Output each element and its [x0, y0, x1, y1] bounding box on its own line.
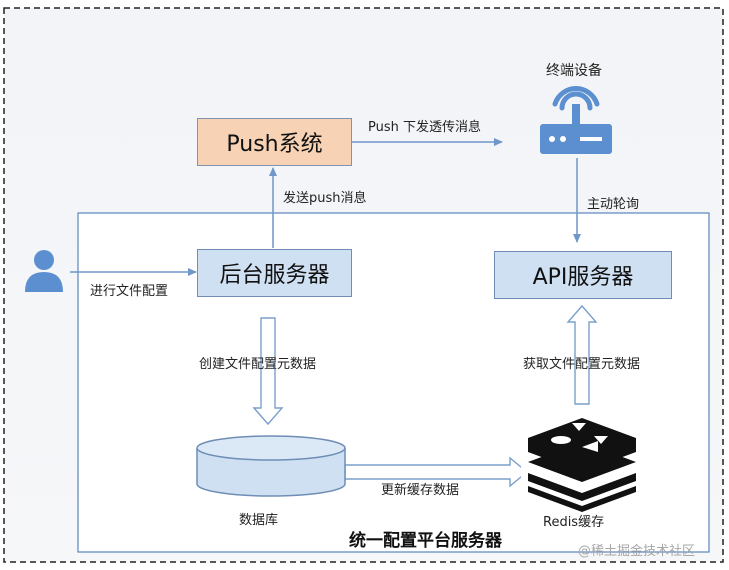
backend-server-label: 后台服务器 [219, 263, 330, 288]
backend-server-box: 后台服务器 [197, 249, 352, 297]
push-system-box: Push系统 [197, 118, 352, 166]
container-title: 统一配置平台服务器 [349, 531, 502, 551]
create-meta-label: 创建文件配置元数据 [199, 357, 317, 372]
push-system-label: Push系统 [226, 132, 323, 157]
edge-get-meta [566, 304, 598, 405]
user-icon [25, 250, 63, 292]
database-cylinder-icon [196, 435, 346, 497]
redis-logo-icon [521, 409, 642, 512]
config-file-label: 进行文件配置 [90, 284, 169, 299]
terminal-device-label: 终端设备 [546, 63, 602, 79]
watermark: @稀土掘金技术社区 [578, 544, 696, 559]
edge-update-cache [344, 456, 529, 488]
api-server-label: API服务器 [532, 265, 634, 290]
poll-label: 主动轮询 [587, 197, 640, 212]
send-push-label: 发送push消息 [283, 191, 367, 206]
update-cache-label: 更新缓存数据 [381, 483, 460, 498]
edge-create-meta [252, 317, 284, 426]
api-server-box: API服务器 [494, 251, 672, 299]
push-down-label: Push 下发透传消息 [368, 120, 481, 135]
redis-label: Redis缓存 [543, 515, 605, 530]
database-label: 数据库 [239, 513, 279, 528]
router-icon [540, 86, 612, 154]
get-meta-label: 获取文件配置元数据 [523, 357, 641, 372]
